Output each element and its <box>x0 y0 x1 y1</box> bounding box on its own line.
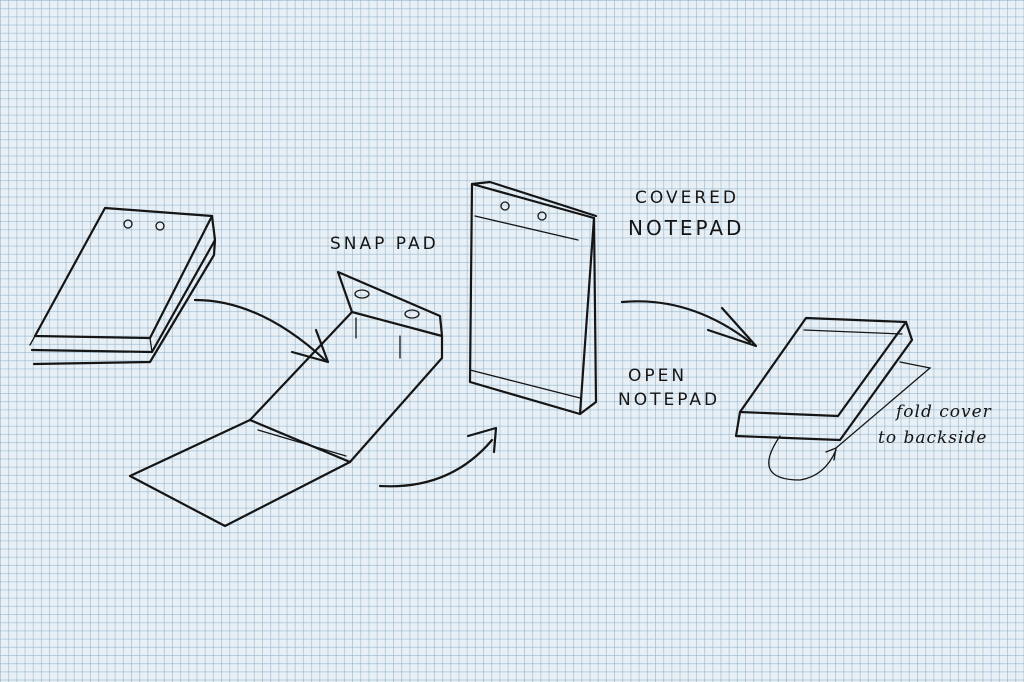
fold-note-line2: to backside <box>878 428 988 448</box>
snap-pad-label: SNAP PAD <box>330 234 439 254</box>
snap-pad-sketch <box>128 270 444 528</box>
open-notepad-sketch <box>734 316 932 481</box>
covered-notepad-sketch <box>468 180 598 416</box>
open-notepad-label-line1: OPEN <box>628 366 688 386</box>
paper-stack-sketch <box>29 206 217 366</box>
arrow-1 <box>193 298 330 364</box>
covered-notepad-label-line2: NOTEPAD <box>628 216 745 240</box>
arrow-3 <box>620 300 758 348</box>
arrow-2 <box>378 426 498 488</box>
covered-notepad-label-line1: COVERED <box>635 188 739 208</box>
fold-note-line1: fold cover <box>896 402 992 422</box>
open-notepad-label-line2: NOTEPAD <box>618 390 721 410</box>
